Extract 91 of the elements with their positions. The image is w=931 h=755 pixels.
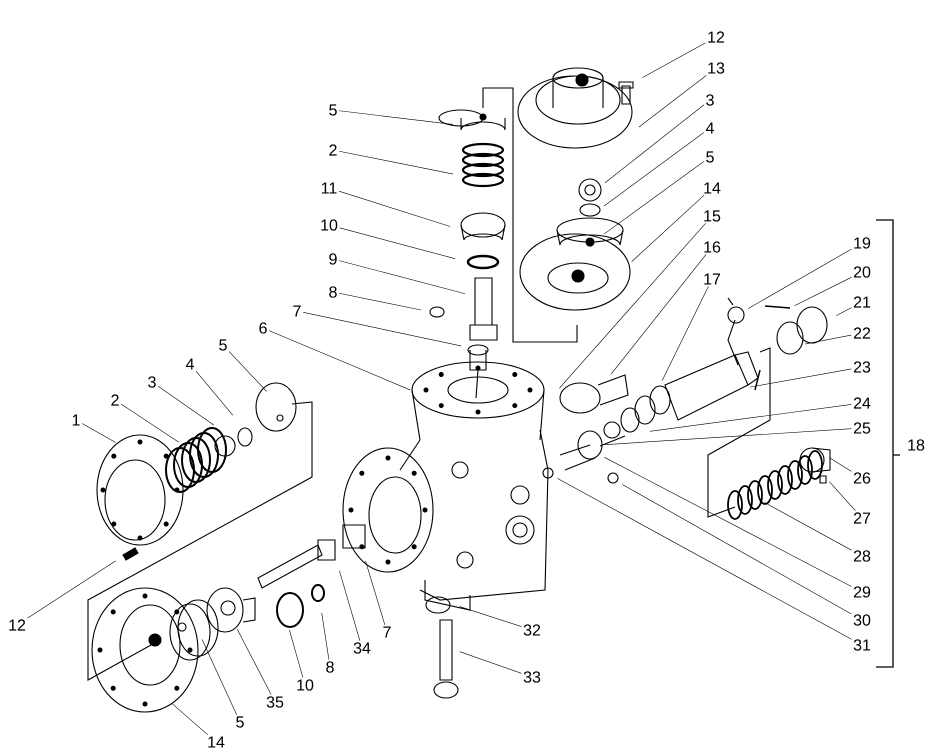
callout-number: 25 <box>854 422 870 434</box>
callout-number: 21 <box>854 296 870 308</box>
leader-line <box>228 351 267 392</box>
callout-number: 33 <box>524 671 540 683</box>
callout-number: 4 <box>186 358 194 370</box>
leader-line <box>289 630 304 678</box>
leader-line <box>459 651 522 674</box>
leader-line <box>604 161 704 234</box>
leader-line <box>804 334 852 344</box>
callout-number: 15 <box>704 210 720 222</box>
leader-line <box>631 194 704 262</box>
leader-line <box>120 404 180 443</box>
callout-number: 3 <box>706 94 714 106</box>
leader-line <box>829 481 856 512</box>
callout-number: 12 <box>708 31 724 43</box>
leader-line <box>750 368 852 388</box>
leader-line <box>559 222 706 389</box>
callout-number: 27 <box>854 512 870 524</box>
leader-line <box>338 190 451 227</box>
callout-number: 13 <box>708 62 724 74</box>
callout-number: 3 <box>148 376 156 388</box>
leader-line <box>828 457 852 472</box>
callout-number: 5 <box>236 716 244 728</box>
callout-number: 23 <box>854 361 870 373</box>
leader-line <box>196 370 234 416</box>
callout-number: 35 <box>266 696 284 708</box>
leader-line <box>338 150 454 174</box>
leader-line <box>836 307 852 316</box>
callout-number: 31 <box>854 639 870 651</box>
leader-line <box>650 404 852 432</box>
callout-number: 10 <box>321 219 338 231</box>
callout-number: 2 <box>111 394 119 406</box>
leader-line <box>794 277 852 306</box>
callout-number: 14 <box>704 182 720 194</box>
callout-number: 32 <box>524 624 540 636</box>
callout-number: 2 <box>329 144 337 156</box>
leader-line <box>365 560 386 626</box>
callout-number: 20 <box>854 266 870 278</box>
callout-number: 17 <box>704 274 720 284</box>
callout-number: 6 <box>259 322 267 334</box>
leader-line <box>339 570 360 641</box>
callout-number: 18 <box>908 439 924 451</box>
callout-number: 5 <box>329 104 337 116</box>
callout-number: 29 <box>854 586 870 598</box>
leader-line <box>557 478 852 640</box>
callout-number: 8 <box>329 286 337 298</box>
callout-number: 22 <box>854 327 870 339</box>
callout-number: 26 <box>854 472 870 484</box>
callout-number: 12 <box>9 619 26 631</box>
callout-number: 8 <box>326 661 334 673</box>
callout-number: 5 <box>706 151 714 163</box>
leader-line <box>302 312 462 346</box>
leader-line <box>610 254 706 374</box>
callout-number: 30 <box>854 614 870 626</box>
callout-number: 7 <box>293 306 301 316</box>
leader-line <box>622 484 852 614</box>
leader-line <box>171 703 208 736</box>
leader-line <box>604 132 704 206</box>
callout-number: 1 <box>72 414 80 426</box>
leader-line <box>604 457 852 587</box>
callout-number: 24 <box>854 397 870 409</box>
callout-number: 11 <box>322 182 337 194</box>
callout-number: 28 <box>854 550 870 562</box>
callout-number: 14 <box>208 736 224 748</box>
leader-line <box>662 286 709 381</box>
callout-number: 4 <box>706 122 714 134</box>
leader-line <box>459 606 522 627</box>
leader-line <box>604 104 704 184</box>
leader-line <box>82 423 116 443</box>
leader-line <box>338 292 422 310</box>
leader-line <box>202 639 237 716</box>
leader-line <box>642 42 706 78</box>
leader-line <box>268 330 411 390</box>
leader-line <box>338 110 454 125</box>
callout-number: 5 <box>219 339 227 351</box>
leader-line <box>338 260 466 294</box>
leader-line <box>27 560 116 618</box>
leader-line <box>339 228 456 259</box>
leader-line <box>764 502 852 550</box>
callout-number: 9 <box>329 253 337 265</box>
leader-line <box>321 612 330 660</box>
leader-line <box>237 629 272 695</box>
callout-number: 7 <box>383 626 391 638</box>
callout-number: 10 <box>297 679 314 691</box>
callout-number: 16 <box>704 241 720 253</box>
leader-line <box>748 248 852 309</box>
leader-line <box>604 428 852 445</box>
leader-line <box>158 386 214 426</box>
callout-number: 34 <box>354 642 370 654</box>
leader-line <box>638 75 707 128</box>
callout-number: 19 <box>854 237 870 249</box>
